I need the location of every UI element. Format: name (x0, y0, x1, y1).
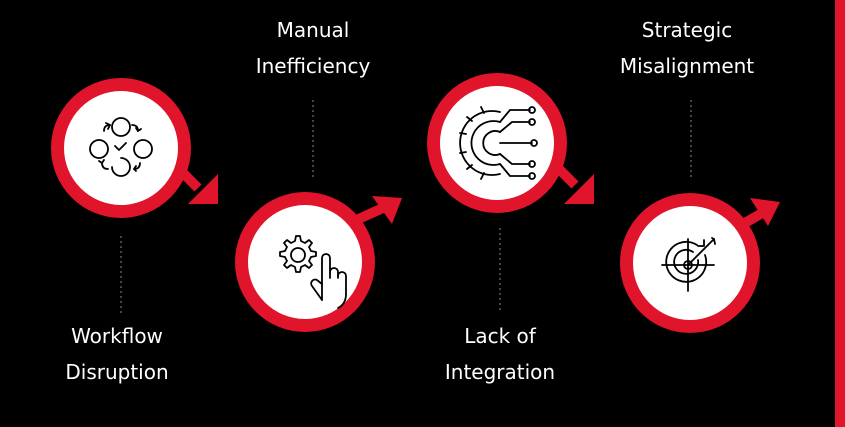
step-1-label: Workflow Disruption (42, 318, 192, 390)
gear-hand-icon (279, 235, 347, 309)
step-2-label: Manual Inefficiency (238, 12, 388, 84)
gear-circuit-icon (459, 106, 538, 180)
target-arrow-icon (661, 237, 716, 292)
step-3-circle (427, 73, 567, 213)
cycle-arrows-check-icon (89, 117, 153, 177)
step-2-label-line1: Manual (276, 18, 350, 42)
step-1-label-line2: Disruption (65, 360, 169, 384)
step-3-label-line1: Lack of (464, 324, 536, 348)
step-4-label: Strategic Misalignment (612, 12, 762, 84)
step-1-label-line1: Workflow (71, 324, 163, 348)
accent-edge-bar (835, 0, 845, 427)
step-2-label-line2: Inefficiency (255, 54, 371, 78)
step-3-label: Lack of Integration (425, 318, 575, 390)
step-4-label-line2: Misalignment (619, 54, 755, 78)
step-2-circle (235, 192, 375, 332)
step-3-label-line2: Integration (444, 360, 556, 384)
step-4-label-line1: Strategic (641, 18, 733, 42)
